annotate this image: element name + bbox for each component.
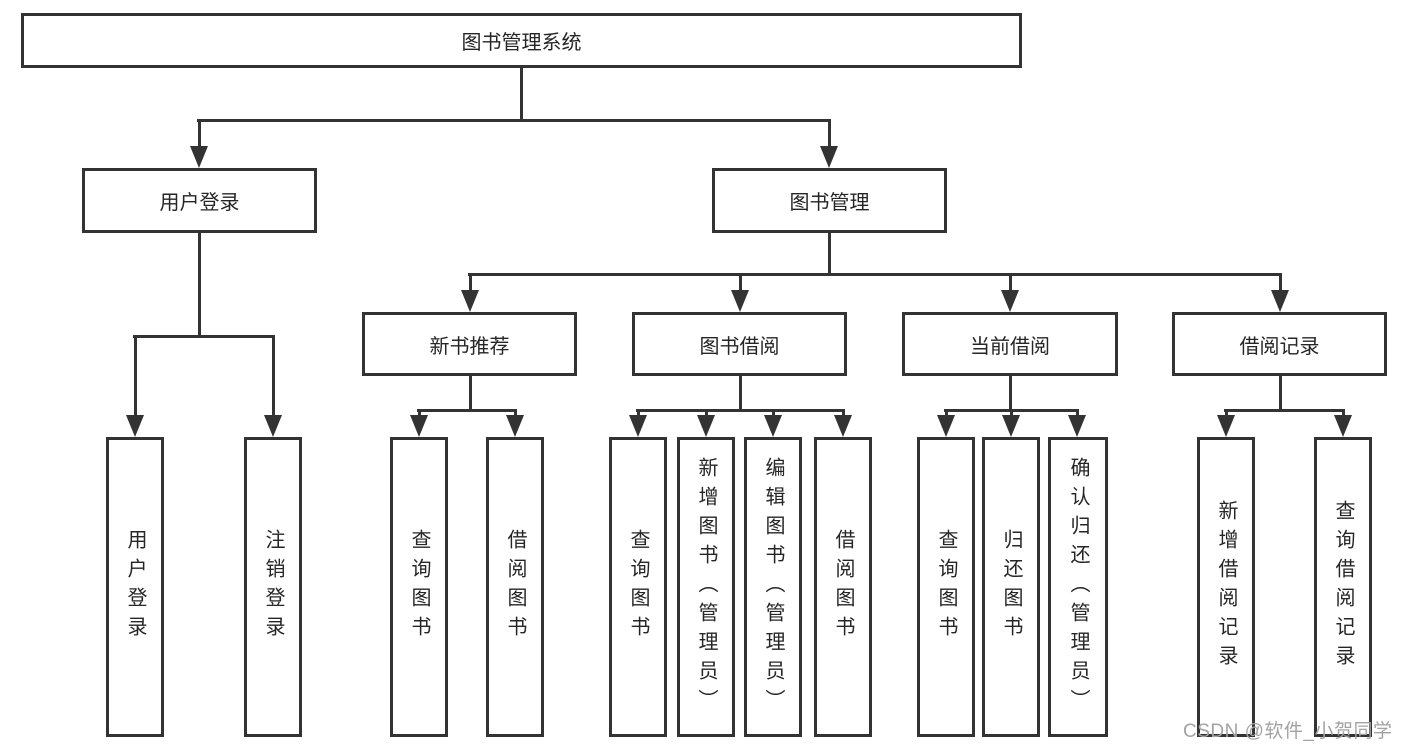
leaf-edit-books-admin: 编辑图书（管理员）: [744, 437, 802, 737]
node-book-borrow: 图书借阅: [632, 312, 847, 376]
node-book-borrow-label: 图书借阅: [699, 335, 780, 358]
connector-line: [1009, 376, 1012, 409]
node-root-label: 图书管理系统: [461, 32, 582, 54]
leaf-query-books-1: 查询图书: [390, 437, 448, 737]
csdn-watermark: CSDN @软件_小贺同学: [1183, 721, 1393, 742]
connector-line: [828, 233, 831, 273]
arrow-down-icon: [1271, 273, 1289, 312]
node-book-mgmt-label: 图书管理: [789, 192, 870, 214]
node-user-login: 用户登录: [82, 168, 317, 233]
leaf-query-books-2: 查询图书: [609, 437, 667, 737]
leaf-label: 查询图书: [627, 529, 649, 645]
arrow-down-icon: [506, 409, 524, 437]
leaf-query-books-3: 查询图书: [917, 437, 975, 737]
leaf-borrow-books-1: 借阅图书: [486, 437, 544, 737]
leaf-label: 查询借阅记录: [1332, 500, 1354, 674]
leaf-logout: 注销登录: [244, 437, 302, 737]
arrow-down-icon: [764, 409, 782, 437]
arrow-down-icon: [1002, 409, 1020, 437]
leaf-label: 注销登录: [262, 529, 284, 645]
node-new-books-label: 新书推荐: [429, 335, 510, 358]
leaf-user-login: 用户登录: [106, 437, 164, 737]
arrow-down-icon: [190, 119, 208, 168]
arrow-down-icon: [937, 409, 955, 437]
connector-line: [197, 119, 831, 122]
leaf-add-borrow-record: 新增借阅记录: [1197, 437, 1255, 737]
leaf-confirm-return-admin: 确认归还（管理员）: [1048, 437, 1108, 737]
arrow-down-icon: [461, 273, 479, 312]
arrow-down-icon: [731, 273, 749, 312]
arrow-down-icon: [697, 409, 715, 437]
leaf-label: 查询图书: [408, 529, 430, 645]
connector-line: [1279, 376, 1282, 409]
leaf-label: 用户登录: [124, 529, 146, 645]
leaf-add-books-admin: 新增图书（管理员）: [677, 437, 735, 737]
connector-line: [468, 273, 1281, 276]
connector-line: [417, 409, 516, 412]
leaf-label: 新增借阅记录: [1215, 500, 1237, 674]
leaf-borrow-books-2: 借阅图书: [814, 437, 872, 737]
leaf-label: 查询图书: [935, 529, 957, 645]
node-book-mgmt: 图书管理: [712, 168, 947, 233]
arrow-down-icon: [820, 119, 838, 168]
leaf-query-borrow-record: 查询借阅记录: [1314, 437, 1372, 737]
leaf-label: 归还图书: [1000, 529, 1022, 645]
leaf-label: 确认归还（管理员）: [1067, 456, 1089, 718]
connector-line: [636, 409, 844, 412]
arrow-down-icon: [1334, 409, 1352, 437]
arrow-down-icon: [1001, 273, 1019, 312]
node-new-books: 新书推荐: [362, 312, 577, 376]
connector-line: [198, 233, 201, 335]
node-current-borrow-label: 当前借阅: [970, 335, 1050, 358]
connector-line: [520, 68, 523, 119]
connector-line: [133, 335, 274, 338]
connector-line: [469, 376, 472, 409]
node-borrow-records-label: 借阅记录: [1239, 335, 1320, 358]
arrow-down-icon: [629, 409, 647, 437]
arrow-down-icon: [264, 335, 282, 437]
node-borrow-records: 借阅记录: [1172, 312, 1387, 376]
connector-line: [1224, 409, 1344, 412]
leaf-label: 借阅图书: [832, 529, 854, 645]
node-root: 图书管理系统: [21, 13, 1022, 68]
node-user-login-label: 用户登录: [159, 192, 240, 214]
node-current-borrow: 当前借阅: [902, 312, 1118, 376]
arrow-down-icon: [410, 409, 428, 437]
leaf-label: 编辑图书（管理员）: [762, 456, 784, 718]
arrow-down-icon: [126, 335, 144, 437]
connector-line: [739, 376, 742, 409]
leaf-return-books: 归还图书: [982, 437, 1040, 737]
leaf-label: 新增图书（管理员）: [695, 456, 717, 718]
arrow-down-icon: [834, 409, 852, 437]
leaf-label: 借阅图书: [504, 529, 526, 645]
arrow-down-icon: [1217, 409, 1235, 437]
arrow-down-icon: [1068, 409, 1086, 437]
